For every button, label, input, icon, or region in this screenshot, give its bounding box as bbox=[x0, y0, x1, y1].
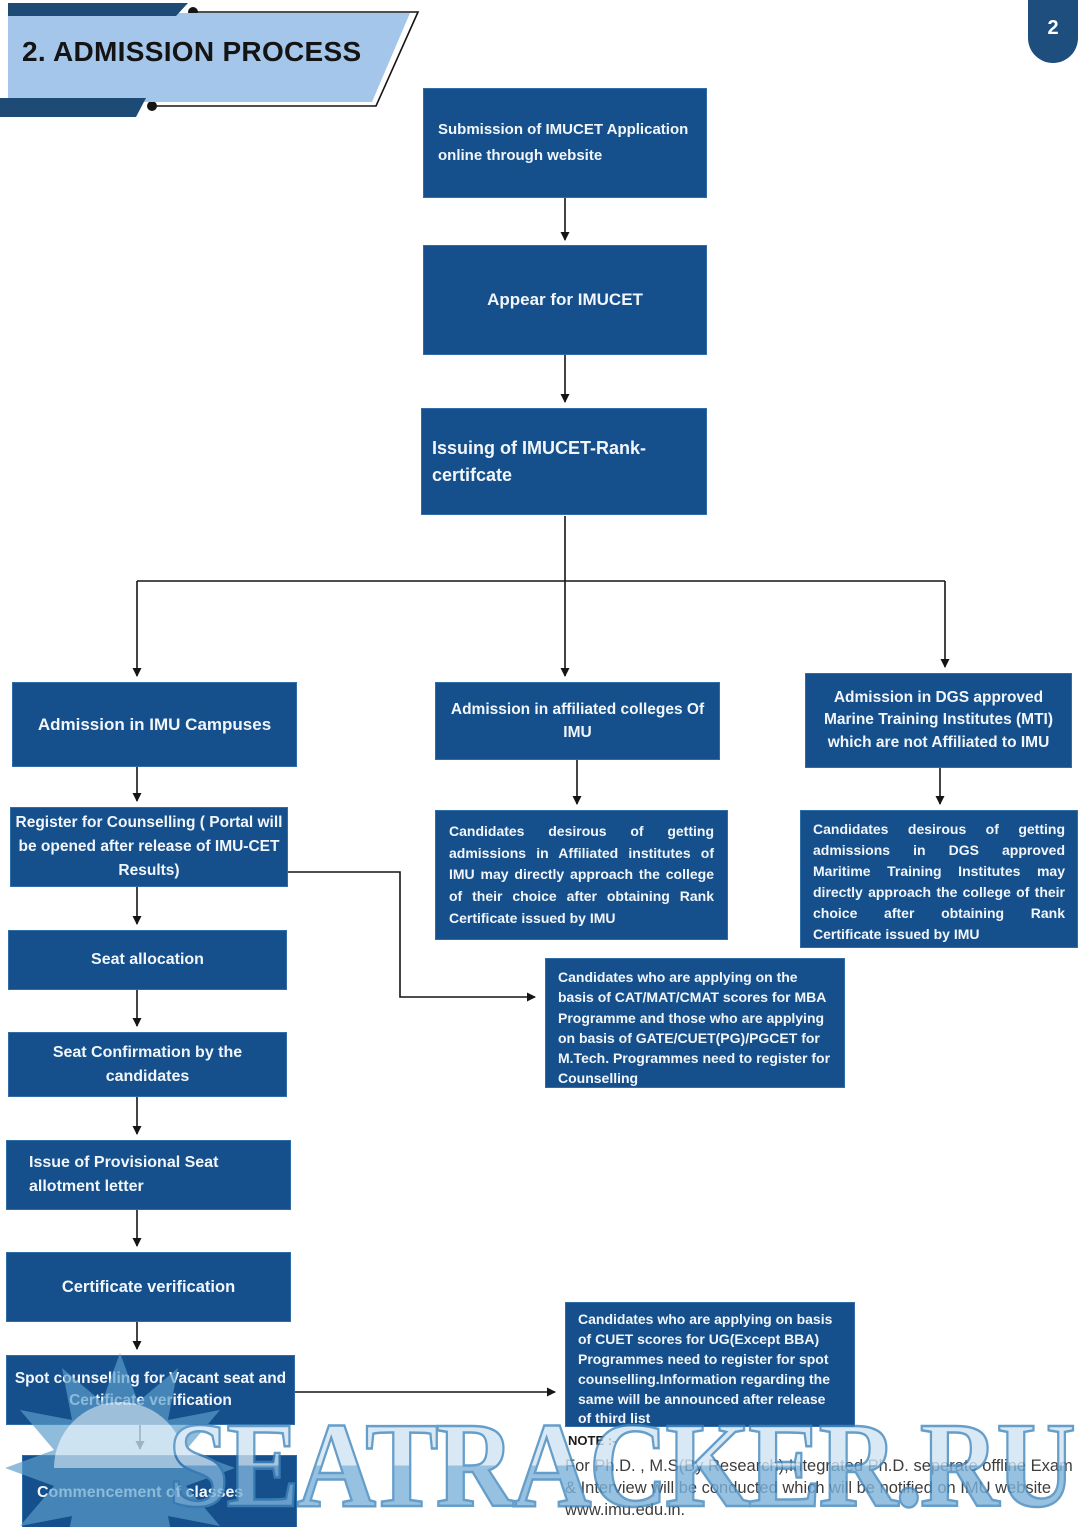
banner-top-bar bbox=[8, 3, 188, 16]
flow-box-affiliated-info: Candidates desirous of getting admission… bbox=[435, 810, 728, 940]
flow-box-issuing: Issuing of IMUCET-Rank-certifcate bbox=[421, 408, 707, 515]
flow-box-appear: Appear for IMUCET bbox=[423, 245, 707, 355]
flow-box-provisional-letter: Issue of Provisional Seat allotment lett… bbox=[6, 1140, 291, 1210]
banner-bottom-bar bbox=[0, 98, 146, 117]
flow-box-seat-allocation: Seat allocation bbox=[8, 930, 287, 990]
note-text: For Ph.D. , M.S(By Research),Integrated … bbox=[565, 1457, 1073, 1519]
flow-box-certificate-verification: Certificate verification bbox=[6, 1252, 291, 1322]
flow-box-seat-confirmation: Seat Confirmation by the candidates bbox=[8, 1032, 287, 1097]
flow-box-affiliated-colleges: Admission in affiliated colleges Of IMU bbox=[435, 682, 720, 760]
flow-box-submission: Submission of IMUCET Application online … bbox=[423, 88, 707, 198]
page-number-badge: 2 bbox=[1028, 0, 1078, 63]
flow-box-commencement: Commencement of classes bbox=[22, 1455, 297, 1527]
page-number: 2 bbox=[1047, 17, 1059, 39]
flow-box-register-counselling: Register for Counselling ( Portal will b… bbox=[10, 807, 288, 887]
flow-box-spot-counselling: Spot counselling for Vacant seat and Cer… bbox=[6, 1355, 295, 1425]
note-label: NOTE :- bbox=[568, 1433, 617, 1448]
flow-box-mba-mtech-info: Candidates who are applying on the basis… bbox=[545, 958, 845, 1088]
flow-box-cuet-ug-info: Candidates who are applying on basis of … bbox=[565, 1302, 855, 1427]
flow-box-imu-campuses: Admission in IMU Campuses bbox=[12, 682, 297, 767]
flow-box-dgs-info: Candidates desirous of getting admission… bbox=[800, 810, 1078, 948]
flow-box-dgs-mti: Admission in DGS approved Marine Trainin… bbox=[805, 673, 1072, 768]
page-title: 2. ADMISSION PROCESS bbox=[22, 36, 362, 67]
title-banner bbox=[8, 13, 410, 102]
